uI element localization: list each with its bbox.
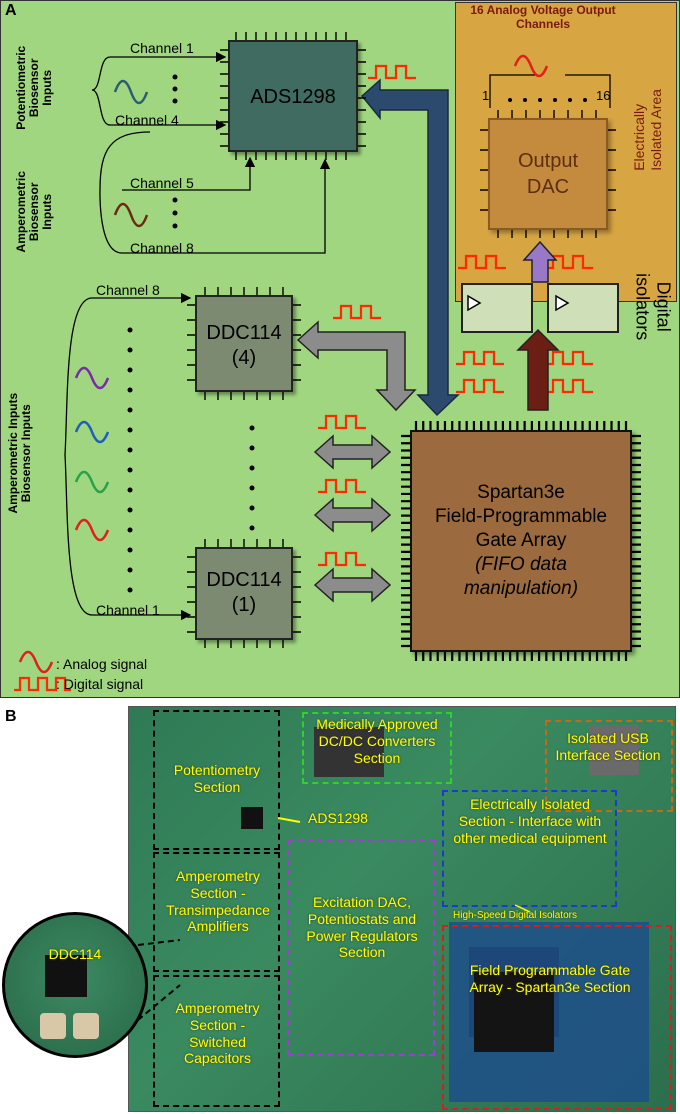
bus-arrow-2 — [313, 497, 392, 533]
fpga-chip: Spartan3e Field-Programmable Gate Array … — [410, 430, 632, 652]
potentiometry-region — [153, 710, 280, 850]
channel-1-top: Channel 1 — [130, 40, 194, 56]
panel-a-label: A — [5, 2, 17, 19]
isolated-region — [442, 790, 617, 907]
isolator-dac-arrow — [522, 240, 558, 283]
ads-fpga-arrow — [360, 78, 460, 417]
ddc4-fpga-arrow — [296, 320, 417, 412]
ddc4-label-2: (4) — [231, 347, 257, 369]
usb-label: Isolated USB Interface Section — [555, 730, 661, 763]
usb-region — [545, 720, 673, 812]
fpga-label-3: Gate Array — [475, 530, 567, 551]
out-channel-first: 1 — [482, 88, 490, 103]
isolators-label: High-Speed Digital Isolators — [453, 910, 577, 921]
channel-4: Channel 4 — [115, 112, 179, 128]
channel-dots — [127, 74, 587, 593]
out-channel-last: 16 — [596, 88, 611, 103]
ddc4-label-1: DDC114 — [206, 322, 282, 344]
ddc1-label-1: DDC114 — [206, 569, 282, 591]
channel-1-bottom: Channel 1 — [96, 602, 160, 618]
potentiometry-label: Potentiometry Section — [173, 762, 261, 795]
legend-analog: : Analog signal — [56, 656, 148, 672]
output-title-line2: Channels — [515, 16, 570, 31]
fpga-label: Field Programmable Gate Array - Spartan3… — [469, 962, 631, 995]
ddc114-zoom-part-2 — [73, 1013, 99, 1039]
isolated-label: Electrically Isolated Section - Interfac… — [453, 796, 607, 846]
panel-a-diagram — [14, 32, 641, 692]
dac-label-2: DAC — [526, 176, 570, 198]
ddc114-zoom-chip — [45, 955, 87, 997]
digital-waves — [14, 64, 593, 692]
bus-arrow-3 — [313, 567, 392, 603]
ddc114-1-chip: DDC114 (1) — [195, 547, 293, 640]
switched-capacitors-region — [153, 975, 280, 1107]
bus-arrow-1 — [313, 434, 392, 470]
output-channels-title: 16 Analog Voltage Output Channels — [462, 3, 624, 32]
legend-digital: : Digital signal — [56, 676, 144, 692]
switched-label: Amperometry Section - Switched Capacitor… — [175, 1000, 260, 1067]
transimpedance-label: Amperometry Section - Transimpedance Amp… — [166, 868, 270, 935]
dcdc-region — [302, 712, 452, 784]
fpga-label-1: Spartan3e — [477, 482, 565, 503]
ddc114-4-chip: DDC114 (4) — [195, 295, 293, 392]
fpga-isolator-arrow — [516, 328, 560, 411]
analog-waves — [18, 54, 549, 674]
fpga-die-photo — [474, 972, 554, 1052]
pcb-photo — [128, 706, 676, 1112]
ddc114-zoom-circle — [2, 912, 148, 1058]
ddc1-label-2: (1) — [231, 594, 257, 616]
ddc114-zoom-part-1 — [40, 1013, 66, 1039]
ads1298-chip-photo — [241, 807, 263, 829]
fpga-pins — [401, 421, 641, 661]
ddc114-zoom-label: DDC114 — [48, 946, 102, 962]
fpga-pin-set — [401, 421, 641, 661]
fpga-label-5: manipulation) — [463, 578, 579, 599]
transimpedance-region — [153, 852, 280, 972]
fpga-label-4: (FIFO data — [475, 554, 567, 575]
excitation-region — [287, 840, 435, 1056]
ads-photo-label: ADS1298 — [308, 810, 368, 826]
dcdc-label: Medically Approved DC/DC Converters Sect… — [316, 716, 438, 766]
dcdc-component-photo — [314, 727, 384, 777]
excitation-label: Excitation DAC, Potentiostats and Power … — [306, 894, 418, 961]
output-dac-chip: Output DAC — [488, 118, 608, 230]
dac-label-1: Output — [517, 150, 579, 172]
ads1298-label: ADS1298 — [250, 86, 336, 108]
ads1298-chip: ADS1298 — [228, 40, 358, 152]
channel-8-mid: Channel 8 — [96, 282, 160, 298]
fpga-region — [442, 925, 672, 1110]
fpga-label-2: Field-Programmable — [434, 506, 608, 527]
output-title-line1: 16 Analog Voltage Output — [470, 3, 616, 17]
usb-connector-photo — [589, 725, 639, 775]
channel-5: Channel 5 — [130, 175, 194, 191]
panel-b-label: B — [5, 708, 17, 725]
chip-pins — [187, 32, 616, 648]
channel-8-top: Channel 8 — [130, 240, 194, 256]
